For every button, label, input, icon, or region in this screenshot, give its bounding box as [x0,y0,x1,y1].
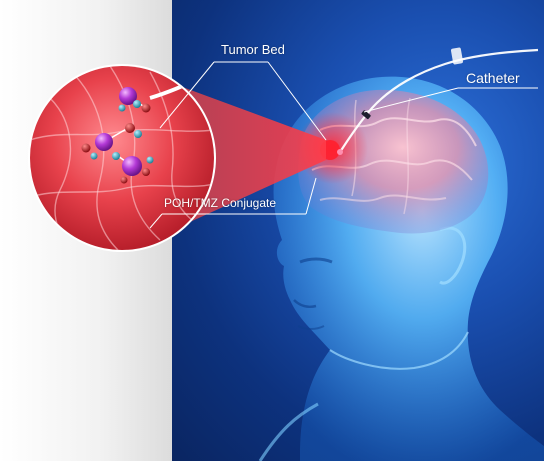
tumor-bed-label: Tumor Bed [221,43,285,56]
catheter-label: Catheter [466,71,520,85]
conjugate-label: POH/TMZ Conjugate [164,197,276,209]
